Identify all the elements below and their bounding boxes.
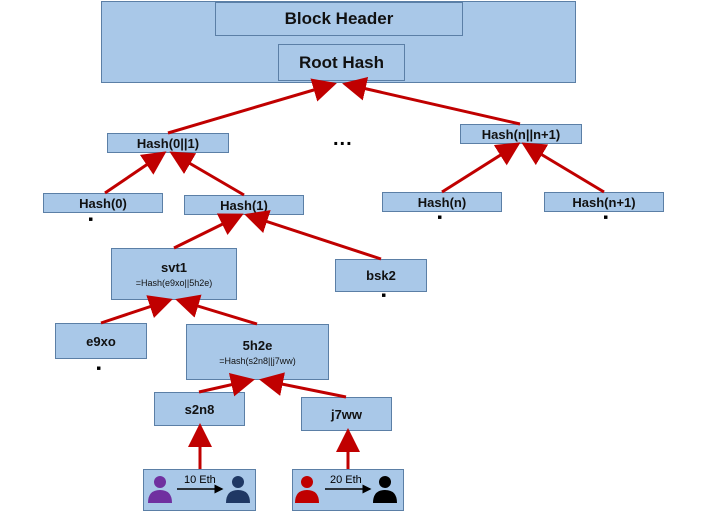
sender-2-person-icon <box>301 476 313 488</box>
arrow-hashn-to-hashnn1 <box>441 142 521 194</box>
receiver-1-person-icon <box>232 476 244 488</box>
sender-1-person-icon-body <box>148 490 172 503</box>
arrow-hash1-to-hash01 <box>169 151 245 197</box>
transaction-2-graphic <box>295 476 397 503</box>
j7ww-node: j7ww <box>301 397 392 431</box>
ellipsis-horizontal: ... <box>333 128 353 150</box>
transaction-box-2 <box>292 469 404 511</box>
arrow-5h2e-to-svt1 <box>175 294 258 326</box>
hash-0-node: Hash(0) <box>43 193 163 213</box>
arrow-bsk2-to-hash1 <box>244 210 382 261</box>
transaction-2-amount: 20 Eth <box>330 474 362 486</box>
s2n8-node: s2n8 <box>154 392 245 426</box>
receiver-1-person-icon-body <box>226 490 250 503</box>
svt1-title: svt1 <box>160 260 188 275</box>
arrow-svt1-to-hash1 <box>173 213 244 250</box>
hash-n-node: Hash(n) <box>382 192 502 212</box>
root-hash-box: Root Hash <box>278 44 405 81</box>
arrow-hash0-to-hash01 <box>104 151 167 195</box>
arrow-e9xo-to-svt1 <box>100 295 173 325</box>
hash-n-n1-node: Hash(n||n+1) <box>460 124 582 144</box>
transaction-box-1 <box>143 469 256 511</box>
arrow-j7ww-to-5h2e <box>259 372 347 399</box>
hash-1-node: Hash(1) <box>184 195 304 215</box>
transaction-1-graphic <box>148 476 250 503</box>
arrow-hashn1-to-hashnn1 <box>521 142 605 194</box>
svt1-node: svt1 =Hash(e9xo||5h2e) <box>111 248 237 300</box>
block-header-label: Block Header <box>215 2 463 36</box>
sender-2-person-icon-body <box>295 490 319 503</box>
hash-n1-node: Hash(n+1) <box>544 192 664 212</box>
5h2e-node: 5h2e =Hash(s2n8||j7ww) <box>186 324 329 380</box>
e9xo-node: e9xo <box>55 323 147 359</box>
bsk2-node: bsk2 <box>335 259 427 292</box>
5h2e-formula: =Hash(s2n8||j7ww) <box>219 356 296 366</box>
arrow-s2n8-to-5h2e <box>198 372 255 397</box>
svt1-formula: =Hash(e9xo||5h2e) <box>135 278 213 288</box>
hash-0-1-node: Hash(0||1) <box>107 133 229 153</box>
receiver-2-person-icon-body <box>373 490 397 503</box>
transaction-1-amount: 10 Eth <box>184 474 216 486</box>
arrow-hash01-to-root <box>167 78 337 135</box>
5h2e-title: 5h2e <box>242 338 273 353</box>
receiver-2-person-icon <box>379 476 391 488</box>
arrow-hashnn1-to-root <box>342 76 521 126</box>
sender-1-person-icon <box>154 476 166 488</box>
